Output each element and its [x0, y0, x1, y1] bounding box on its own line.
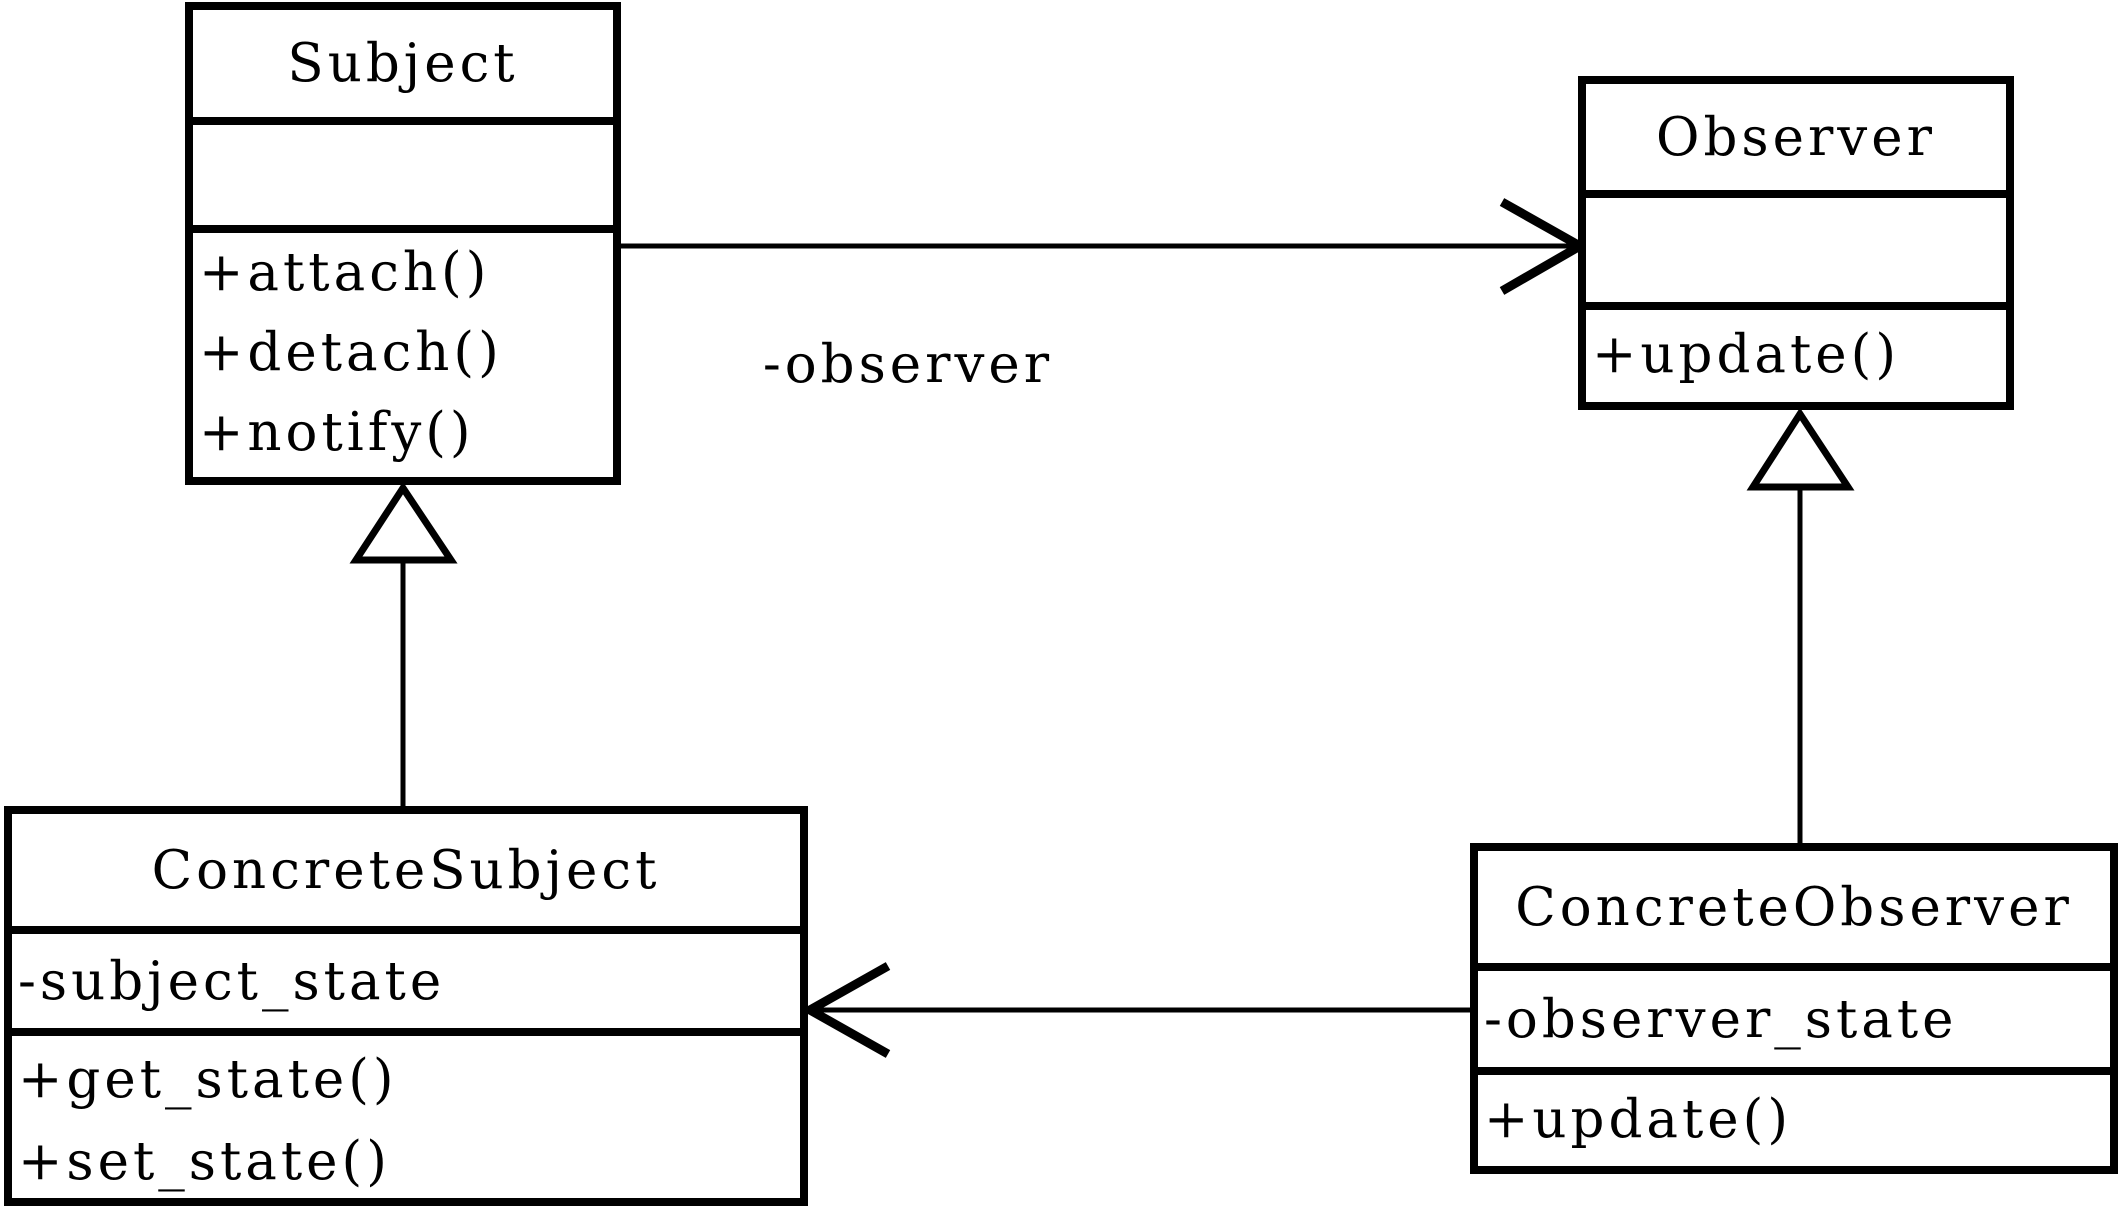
class-subject-methods: +attach() +detach() +notify() [193, 233, 613, 477]
open-arrowhead-left-icon [800, 962, 891, 1058]
class-subject-name: Subject [193, 10, 613, 125]
method-set-state: +set_state() [18, 1131, 391, 1192]
class-subject: Subject +attach() +detach() +notify() [185, 2, 621, 485]
class-subject-attributes [193, 125, 613, 233]
class-concrete-subject: ConcreteSubject -subject_state +get_stat… [4, 806, 808, 1206]
method-notify: +notify() [199, 402, 475, 463]
class-observer: Observer +update() [1578, 76, 2014, 410]
hollow-triangle-up-observer-icon [1746, 407, 1855, 491]
class-observer-name: Observer [1586, 84, 2006, 198]
method-attach: +attach() [199, 242, 491, 303]
class-concrete-subject-attributes: -subject_state [12, 934, 800, 1036]
association-role-label: -observer [762, 334, 1054, 395]
class-concrete-observer-name: ConcreteObserver [1478, 851, 2110, 971]
method-update: +update() [1592, 324, 1901, 385]
attribute-subject-state: -subject_state [18, 950, 446, 1012]
class-concrete-subject-name: ConcreteSubject [12, 814, 800, 934]
hollow-triangle-up-subject-icon [349, 481, 458, 564]
method-update: +update() [1484, 1089, 1793, 1150]
class-observer-attributes [1586, 198, 2006, 310]
method-get-state: +get_state() [18, 1049, 398, 1110]
attribute-observer-state: -observer_state [1484, 988, 1958, 1050]
class-concrete-observer-attributes: -observer_state [1478, 971, 2110, 1075]
class-observer-methods: +update() [1586, 310, 2006, 402]
class-concrete-observer: ConcreteObserver -observer_state +update… [1470, 843, 2118, 1174]
class-concrete-observer-methods: +update() [1478, 1075, 2110, 1166]
method-detach: +detach() [199, 322, 503, 383]
class-concrete-subject-methods: +get_state() +set_state() [12, 1036, 800, 1198]
